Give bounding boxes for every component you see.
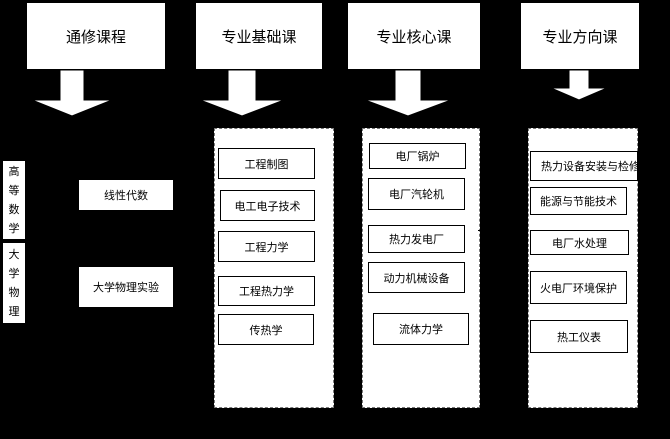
course-fluid-mechanics: 流体力学 <box>373 313 469 345</box>
course-equipment-installation: 热力设备安装与检修 <box>530 151 638 181</box>
course-environmental-protection: 火电厂环境保护 <box>530 271 627 304</box>
course-power-plant-turbine: 电厂汽轮机 <box>368 178 465 210</box>
course-physics-lab: 大学物理实验 <box>78 266 174 308</box>
header-direction-courses: 专业方向课 <box>520 2 640 70</box>
course-linear-algebra: 线性代数 <box>78 179 174 211</box>
course-thermal-instruments: 热工仪表 <box>530 320 628 353</box>
header-general-courses: 通修课程 <box>26 2 166 70</box>
vertical-box-college-physics: 大学物理 <box>2 242 26 324</box>
course-power-plant-boiler: 电厂锅炉 <box>369 143 466 169</box>
down-arrow-icon <box>551 70 607 100</box>
course-engineering-mechanics: 工程力学 <box>218 231 315 262</box>
vertical-char: 高等数学 <box>8 165 20 235</box>
vertical-box-advanced-math: 高等数学 <box>2 160 26 240</box>
down-arrow-icon <box>32 70 112 116</box>
course-water-treatment: 电厂水处理 <box>530 230 629 255</box>
connector-line <box>478 230 486 231</box>
course-thermal-power-plant: 热力发电厂 <box>368 225 465 253</box>
header-core-courses: 专业核心课 <box>347 2 481 70</box>
course-heat-transfer: 传热学 <box>218 314 314 345</box>
header-foundation-courses: 专业基础课 <box>195 2 323 70</box>
course-engineering-drawing: 工程制图 <box>218 148 315 179</box>
vertical-char: 大学物理 <box>8 248 20 318</box>
course-engineering-thermodynamics: 工程热力学 <box>218 276 315 306</box>
course-electrical-electronics: 电工电子技术 <box>220 190 315 221</box>
down-arrow-icon <box>200 70 284 116</box>
course-power-machinery: 动力机械设备 <box>368 262 465 293</box>
down-arrow-icon <box>365 70 451 116</box>
course-energy-saving: 能源与节能技术 <box>530 187 627 215</box>
